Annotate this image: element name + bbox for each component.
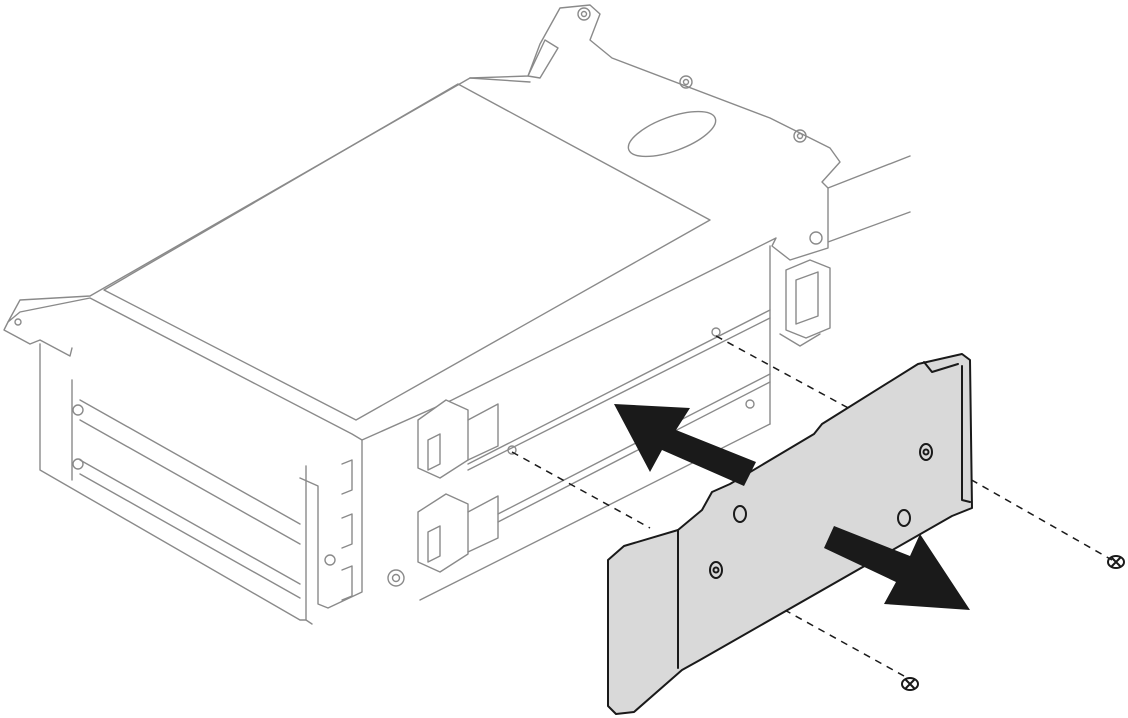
screw-left xyxy=(901,677,919,691)
rear-bracket xyxy=(607,353,973,715)
remove-arrow-inward xyxy=(614,404,756,486)
screw-right xyxy=(1107,555,1125,569)
alignment-lines xyxy=(511,335,1113,677)
remove-arrow-outward xyxy=(824,526,970,610)
